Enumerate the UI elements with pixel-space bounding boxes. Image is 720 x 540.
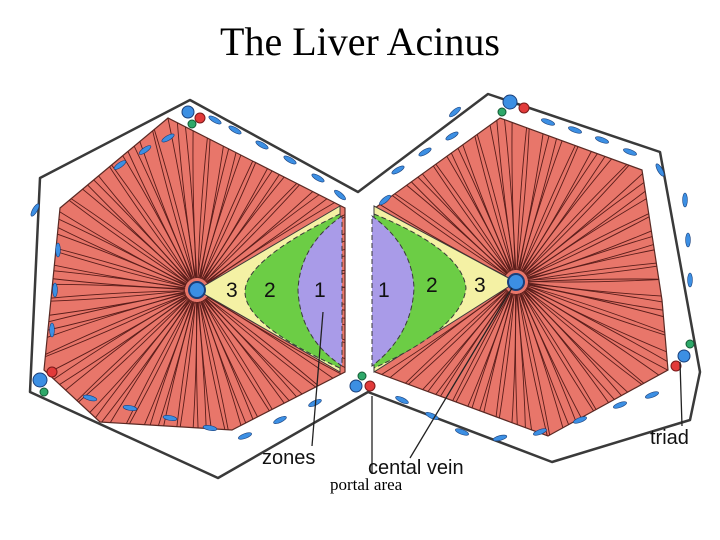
zone-number-right-3: 3 <box>474 274 486 297</box>
zone-number-left-1: 1 <box>314 279 326 302</box>
central-vein-left <box>189 282 205 298</box>
triad-label: triad <box>650 427 689 449</box>
septal-vessel <box>53 283 58 297</box>
zone-number-left-3: 3 <box>226 279 238 302</box>
septal-vessel <box>56 243 61 257</box>
septal-vessel <box>688 273 693 287</box>
septal-vessel <box>686 233 691 247</box>
zone-number-left-2: 2 <box>264 279 276 302</box>
zone-number-right-1: 1 <box>378 279 390 302</box>
portal-area-label: portal area <box>330 475 403 494</box>
zone-number-right-2: 2 <box>426 274 438 297</box>
zones-label: zones <box>262 447 315 469</box>
central-vein-right <box>508 274 524 290</box>
septal-vessel <box>50 323 55 337</box>
septal-vessel <box>683 193 688 207</box>
